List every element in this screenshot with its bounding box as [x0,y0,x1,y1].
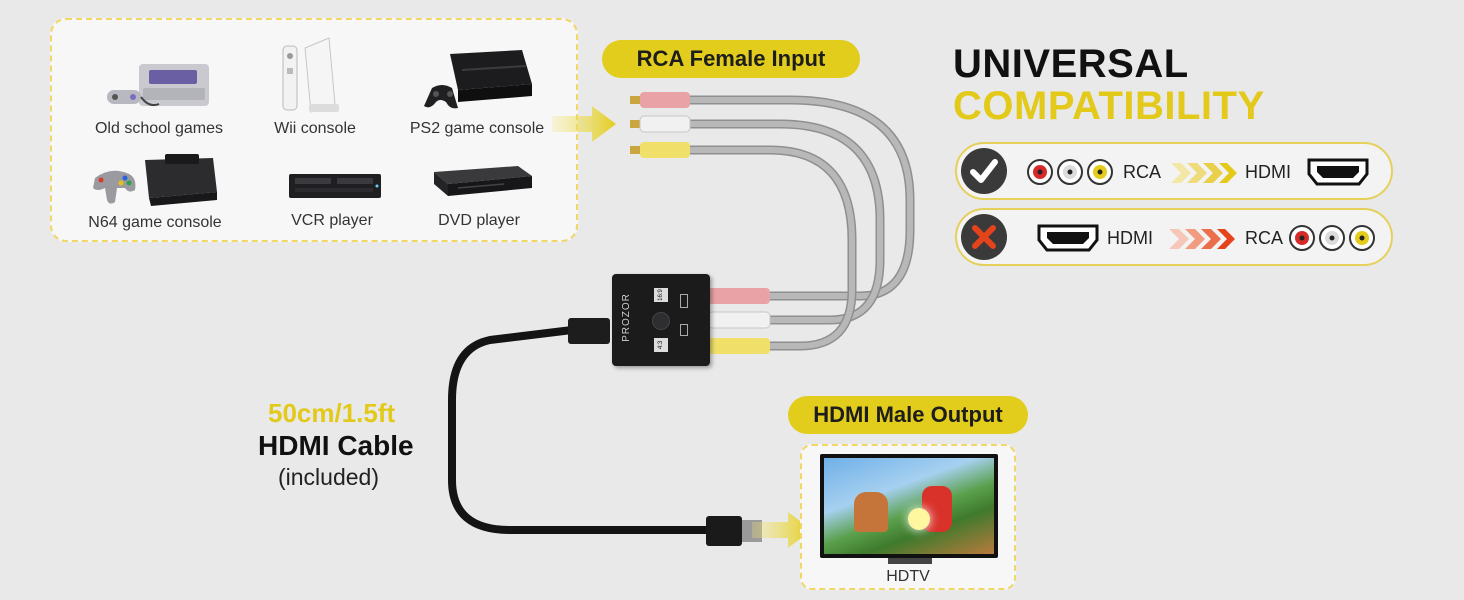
device-dvd: DVD player [404,158,554,230]
device-wii: Wii console [240,34,390,138]
device-label: Old school games [94,120,224,137]
device-label: PS2 game console [409,120,545,137]
device-snes: Old school games [84,50,234,138]
compat-to: HDMI [1245,162,1291,182]
cable-name: HDMI Cable [258,430,414,461]
compat-to: RCA [1245,228,1284,248]
hdmi-output-label: HDMI Male Output [788,396,1028,434]
checkmark-icon [961,148,1007,194]
rca-male-plugs [707,288,771,354]
port-icon [680,324,688,336]
rca-connectors-icon [1289,225,1375,251]
hdtv-panel: HDTV [800,444,1016,590]
device-n64: N64 game console [80,148,230,232]
snes-console-icon [107,64,209,107]
vcr-player-icon [289,174,381,198]
device-label: DVD player [438,212,520,229]
device-ps2: PS2 game console [402,44,552,138]
source-devices-panel: Old school games Wii console PS2 game co… [50,18,578,242]
compat-row-supported: RCA HDMI [955,142,1393,200]
title-compatibility: COMPATIBILITY [953,84,1265,128]
input-arrow-icon [552,106,616,142]
converter-box: PROZOR 16:9 4:3 [612,274,710,366]
rca-female-plugs [630,92,691,158]
output-arrow-icon [752,512,812,548]
hdtv-label: HDTV [886,568,930,585]
rca-connectors-icon [1027,159,1113,185]
game-screen-image [824,458,994,554]
compat-row-unsupported: HDMI RCA [955,208,1393,266]
device-label: Wii console [274,120,356,137]
chevrons-icon [1169,229,1235,249]
compat-from: RCA [1123,162,1162,182]
converter-brand: PROZOR [620,293,632,342]
mode-label-a: 16:9 [654,288,668,302]
port-icon [680,294,688,308]
chevrons-icon [1171,163,1237,183]
hdtv-icon [820,454,998,558]
mode-label-b: 4:3 [654,338,668,352]
cable-note: (included) [278,464,379,490]
device-vcr: VCR player [257,166,407,230]
device-label: VCR player [291,212,373,229]
cable-length: 50cm/1.5ft [268,398,396,428]
hdmi-port-icon [1307,158,1369,186]
tv-stand [888,558,932,564]
device-label: N64 game console [88,214,222,231]
ps2-console-icon [424,50,532,109]
n64-console-icon [93,154,217,206]
wii-console-icon [282,37,339,113]
rca-input-label: RCA Female Input [602,40,860,78]
title-universal: UNIVERSAL [953,42,1189,86]
compat-from: HDMI [1107,228,1153,248]
mode-switch-button[interactable] [652,312,670,330]
x-mark-icon [961,214,1007,260]
dvd-player-icon [434,166,532,196]
hdmi-port-icon [1037,224,1099,252]
